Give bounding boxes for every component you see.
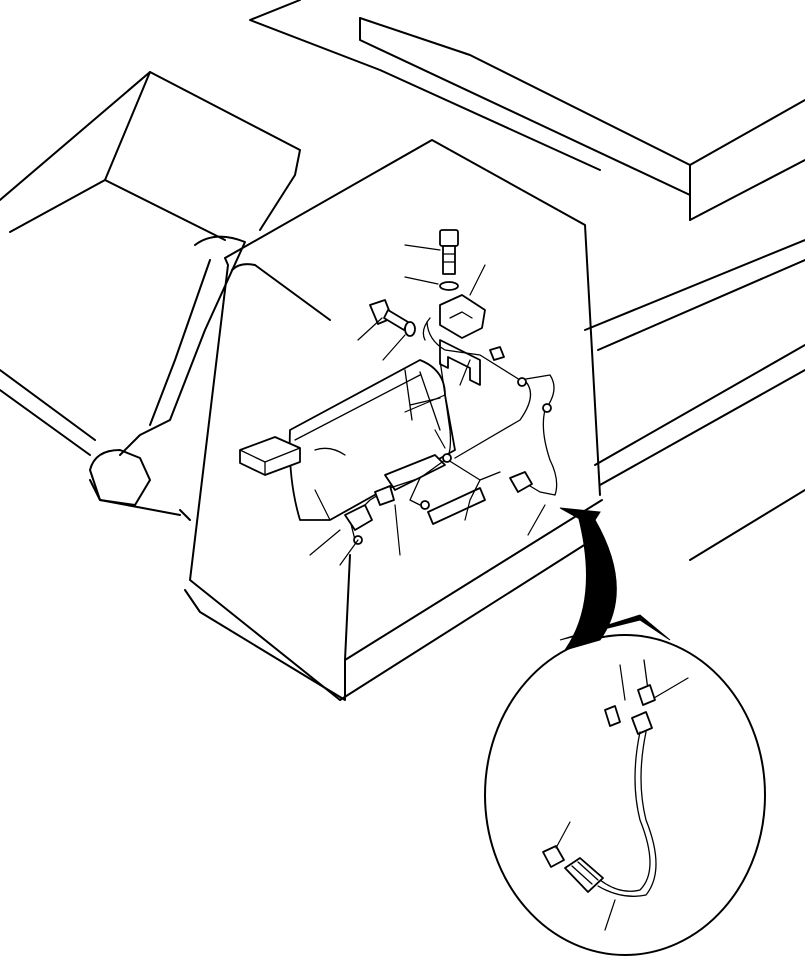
lower-plate [384,454,486,525]
sensor-end [564,857,604,893]
main-housing [288,359,456,521]
lock-washer [404,321,416,337]
detail-view [484,634,766,956]
exploded-parts [239,229,558,545]
connector-block [439,294,486,339]
detail-arrow [559,507,617,651]
u-bracket [439,339,481,386]
harness-connectors [344,471,533,531]
detail-circle [484,634,766,956]
bolt-top [439,229,459,275]
machine-body [0,0,805,701]
detail-arrow-tail [559,614,671,641]
bolt-side [369,299,409,331]
washer [439,281,459,291]
handle-piece [239,436,301,476]
leader-lines [309,244,546,566]
